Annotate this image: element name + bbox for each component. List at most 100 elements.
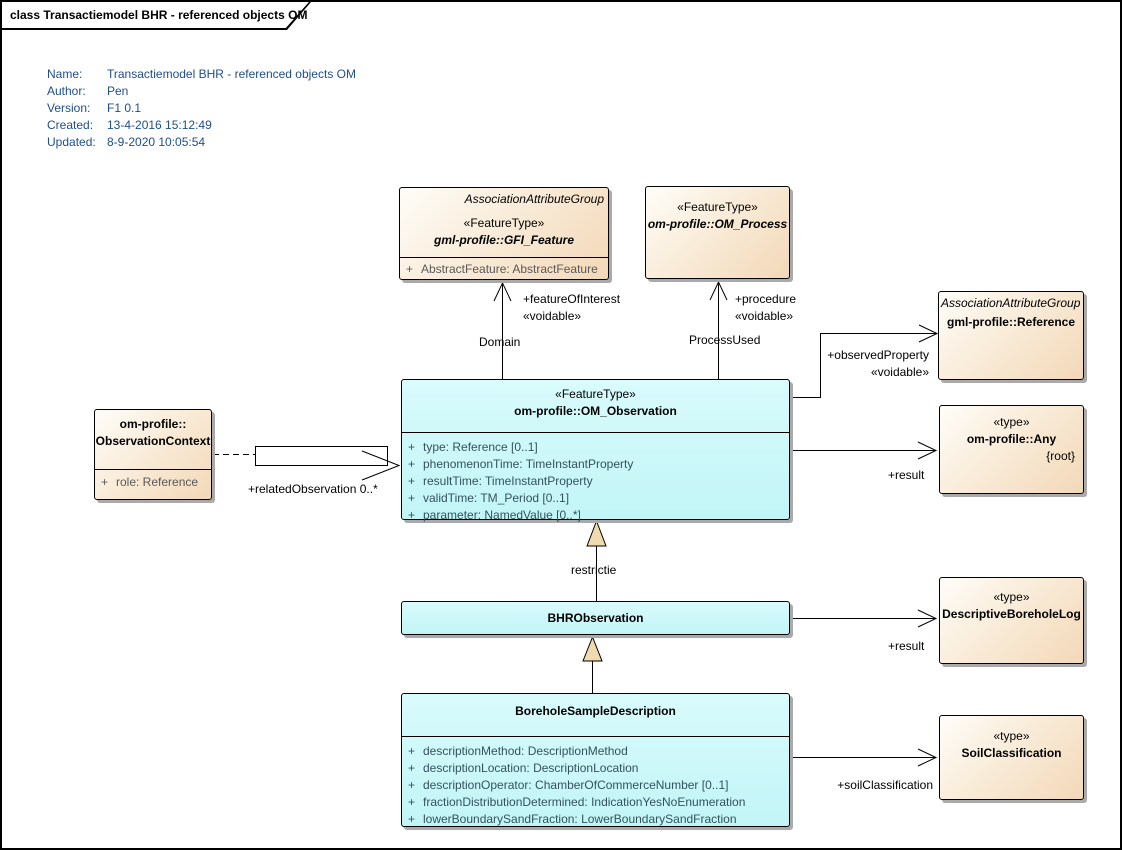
attribute-visibility: +	[408, 795, 416, 809]
attribute-visibility: +	[408, 761, 416, 775]
attribute-text: descriptionLocation: DescriptionLocation	[423, 761, 639, 775]
label-feature-of-interest-role: +featureOfInterest	[523, 292, 621, 306]
attribute-text: type: Reference [0..1]	[423, 440, 538, 454]
label-soil-classification: +soilClassification	[837, 778, 933, 792]
class-name: BHRObservation	[547, 611, 644, 625]
class-name: gml-profile::Reference	[946, 315, 1076, 329]
attribute-visibility: +	[408, 778, 416, 792]
attribute-row: + lowerBoundarySandFraction: LowerBounda…	[402, 811, 789, 828]
class-name: BoreholeSampleDescription	[515, 704, 676, 718]
attribute-text: descriptionOperator: ChamberOfCommerceNu…	[423, 778, 729, 792]
attribute-text: AbstractFeature: AbstractFeature	[421, 262, 598, 276]
attribute-text: resultTime: TimeInstantProperty	[423, 474, 593, 488]
label-procedure-role: +procedure	[735, 292, 797, 306]
class-constraint: {root}	[1046, 449, 1075, 463]
attribute-visibility: +	[408, 440, 416, 454]
class-observation-context[interactable]: om-profile:: ObservationContext + role: …	[94, 409, 212, 500]
metadata-label: Updated:	[47, 135, 96, 149]
class-group-label: AssociationAttributeGroup	[464, 192, 604, 206]
label-restrictie: restrictie	[571, 563, 617, 577]
attribute-visibility: +	[408, 457, 416, 471]
open-arrowhead-icon	[917, 748, 938, 767]
class-any[interactable]: «type» om-profile::Any {root}	[939, 405, 1084, 494]
attribute-row: + validTime: TM_Period [0..1]	[402, 490, 789, 507]
generalization-triangle-icon	[586, 519, 607, 547]
attribute-row: + role: Reference	[95, 474, 211, 491]
diagram-metadata: Name: Transactiemodel BHR - referenced o…	[47, 66, 356, 151]
label-procedure-voidable: «voidable»	[735, 309, 794, 323]
attribute-visibility: +	[408, 474, 416, 488]
frame-title: class Transactiemodel BHR - referenced o…	[10, 8, 308, 22]
attribute-row: + resultTime: TimeInstantProperty	[402, 473, 789, 490]
attribute-text: phenomenonTime: TimeInstantProperty	[423, 457, 634, 471]
class-bhr-observation[interactable]: BHRObservation	[401, 601, 790, 635]
metadata-row: Updated: 8-9-2020 10:05:54	[47, 134, 356, 151]
attribute-text: fractionDistributionDetermined: Indicati…	[423, 795, 746, 809]
open-arrowhead-icon	[709, 280, 728, 301]
metadata-row: Author: Pen	[47, 83, 356, 100]
attribute-row: + descriptionLocation: DescriptionLocati…	[402, 760, 789, 777]
attribute-row: + descriptionMethod: DescriptionMethod	[402, 743, 789, 760]
attribute-text: lowerBoundarySandFraction: LowerBoundary…	[423, 812, 737, 826]
attribute-row: + phenomenonTime: TimeInstantProperty	[402, 456, 789, 473]
class-name: om-profile::Any	[966, 432, 1057, 446]
open-arrowhead-icon	[918, 324, 939, 343]
open-arrowhead-icon	[917, 609, 938, 628]
class-descriptive-borehole-log[interactable]: «type» DescriptiveBoreholeLog	[939, 577, 1084, 664]
class-gfi-feature[interactable]: AssociationAttributeGroup «FeatureType» …	[399, 187, 609, 280]
class-soil-classification[interactable]: «type» SoilClassification	[939, 715, 1084, 800]
attribute-visibility: +	[101, 475, 109, 489]
attribute-visibility: +	[408, 508, 416, 522]
metadata-value: 8-9-2020 10:05:54	[107, 135, 206, 149]
attribute-row: + descriptionOperator: ChamberOfCommerce…	[402, 777, 789, 794]
label-related-observation: +relatedObservation 0..*	[248, 482, 378, 496]
metadata-label: Name:	[47, 67, 83, 81]
class-name: ObservationContext	[95, 434, 211, 448]
attribute-text: validTime: TM_Period [0..1]	[423, 491, 570, 505]
metadata-row: Version: F1 0.1	[47, 100, 356, 117]
generalization-triangle-icon	[582, 635, 603, 662]
attribute-text: role: Reference	[116, 475, 199, 489]
metadata-value: Pen	[107, 84, 129, 98]
open-arrowhead-icon	[361, 450, 401, 481]
class-reference[interactable]: AssociationAttributeGroup gml-profile::R…	[938, 291, 1084, 380]
class-om-observation[interactable]: «FeatureType» om-profile::OM_Observation…	[401, 379, 790, 522]
metadata-label: Version:	[47, 101, 91, 115]
attribute-visibility: +	[406, 262, 414, 276]
metadata-value: F1 0.1	[107, 101, 142, 115]
open-arrowhead-icon	[917, 441, 938, 460]
open-arrowhead-icon	[493, 281, 512, 302]
attribute-visibility: +	[408, 812, 416, 826]
metadata-label: Author:	[47, 84, 86, 98]
label-observed-property-voidable: «voidable»	[870, 365, 929, 379]
class-name: gml-profile::GFI_Feature	[433, 233, 574, 247]
metadata-row: Name: Transactiemodel BHR - referenced o…	[47, 66, 356, 83]
label-result-bhr: +result	[888, 639, 925, 653]
metadata-value: Transactiemodel BHR - referenced objects…	[107, 67, 356, 81]
attribute-row: + fractionDistributionDetermined: Indica…	[402, 794, 789, 811]
class-om-process[interactable]: «FeatureType» om-profile::OM_Process	[645, 186, 790, 279]
metadata-value: 13-4-2016 15:12:49	[107, 118, 212, 132]
attribute-row: + AbstractFeature: AbstractFeature	[400, 261, 608, 278]
class-stereotype: «type»	[993, 729, 1030, 743]
attribute-text: descriptionMethod: DescriptionMethod	[423, 744, 628, 758]
class-name: om-profile::OM_Observation	[514, 404, 677, 418]
label-process-used: ProcessUsed	[689, 333, 761, 347]
class-stereotype: «FeatureType»	[463, 216, 545, 230]
class-stereotype: «type»	[993, 415, 1030, 429]
metadata-label: Created:	[47, 118, 94, 132]
attribute-visibility: +	[408, 744, 416, 758]
class-stereotype: «FeatureType»	[555, 387, 636, 401]
label-domain: Domain	[479, 335, 521, 349]
class-name: DescriptiveBoreholeLog	[942, 607, 1081, 621]
attribute-row: + parameter: NamedValue [0..*]	[402, 507, 789, 524]
label-feature-of-interest-voidable: «voidable»	[523, 309, 582, 323]
label-observed-property-role: +observedProperty	[827, 348, 929, 362]
metadata-row: Created: 13-4-2016 15:12:49	[47, 117, 356, 134]
class-group-label: AssociationAttributeGroup	[941, 296, 1081, 310]
attribute-visibility: +	[408, 491, 416, 505]
label-result-observation: +result	[888, 468, 925, 482]
class-borehole-sample-description[interactable]: BoreholeSampleDescription + descriptionM…	[401, 693, 790, 827]
attribute-row: + type: Reference [0..1]	[402, 439, 789, 456]
